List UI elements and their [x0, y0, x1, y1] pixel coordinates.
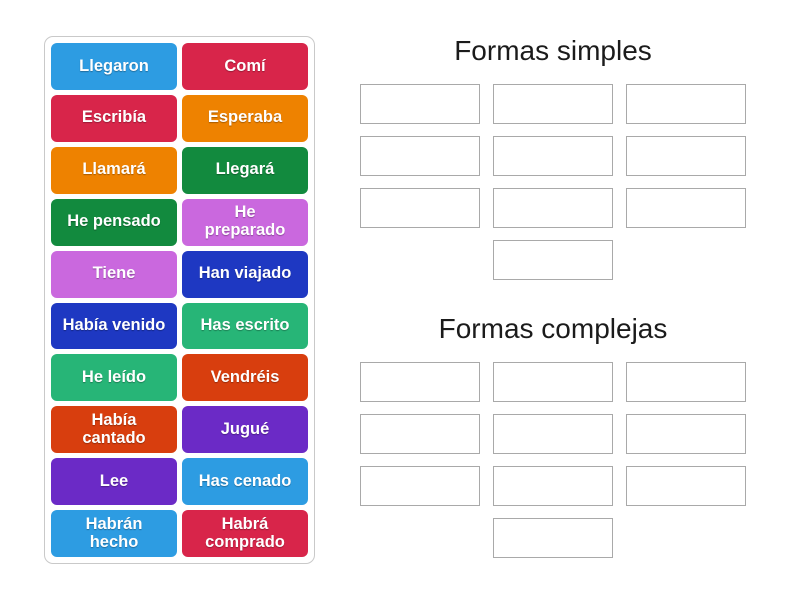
word-tile[interactable]: Llegará — [182, 146, 308, 194]
drop-slot[interactable] — [626, 136, 746, 176]
word-tile[interactable]: Has escrito — [182, 302, 308, 350]
word-tile[interactable]: Jugué — [182, 406, 308, 454]
drop-slot[interactable] — [626, 466, 746, 506]
drop-slot[interactable] — [493, 84, 613, 124]
drop-slot[interactable] — [360, 362, 480, 402]
group-formas-complejas: Formas complejas — [352, 310, 754, 558]
word-tile[interactable]: Había venido — [51, 302, 177, 350]
word-tile[interactable]: He pensado — [51, 198, 177, 246]
word-tile[interactable]: Esperaba — [182, 94, 308, 142]
word-tile[interactable]: Llegaron — [51, 43, 177, 90]
drop-slot[interactable] — [360, 466, 480, 506]
word-tile[interactable]: Habrán hecho — [51, 510, 177, 557]
word-tile[interactable]: Llamará — [51, 146, 177, 194]
word-tile[interactable]: Lee — [51, 458, 177, 506]
drop-slot[interactable] — [360, 136, 480, 176]
drop-slot[interactable] — [493, 136, 613, 176]
drop-slot[interactable] — [360, 84, 480, 124]
drop-slot[interactable] — [626, 84, 746, 124]
drop-slot[interactable] — [626, 188, 746, 228]
word-tile[interactable]: Han viajado — [182, 250, 308, 298]
group-title: Formas complejas — [438, 313, 668, 344]
drop-slot[interactable] — [493, 518, 613, 558]
drop-slot[interactable] — [626, 362, 746, 402]
word-tile[interactable]: He leído — [51, 354, 177, 402]
word-tile[interactable]: Comí — [182, 43, 308, 90]
word-tile[interactable]: Habrá comprado — [182, 510, 308, 557]
tile-board: Llegaron Comí Escribía Esperaba Llamará … — [44, 36, 315, 564]
drop-slot[interactable] — [493, 362, 613, 402]
word-tile[interactable]: He preparado — [182, 198, 308, 246]
drop-slot[interactable] — [626, 414, 746, 454]
slot-grid — [352, 362, 754, 558]
word-tile[interactable]: Había cantado — [51, 406, 177, 454]
group-title: Formas simples — [454, 35, 652, 66]
word-tile[interactable]: Vendréis — [182, 354, 308, 402]
word-tile[interactable]: Escribía — [51, 94, 177, 142]
slot-grid — [352, 84, 754, 280]
drop-slot[interactable] — [493, 240, 613, 280]
drop-slot[interactable] — [360, 414, 480, 454]
drop-slot[interactable] — [493, 466, 613, 506]
word-tile[interactable]: Tiene — [51, 250, 177, 298]
drop-slot[interactable] — [360, 188, 480, 228]
drop-slot[interactable] — [493, 414, 613, 454]
word-tile[interactable]: Has cenado — [182, 458, 308, 506]
group-formas-simples: Formas simples — [352, 32, 754, 280]
drop-slot[interactable] — [493, 188, 613, 228]
